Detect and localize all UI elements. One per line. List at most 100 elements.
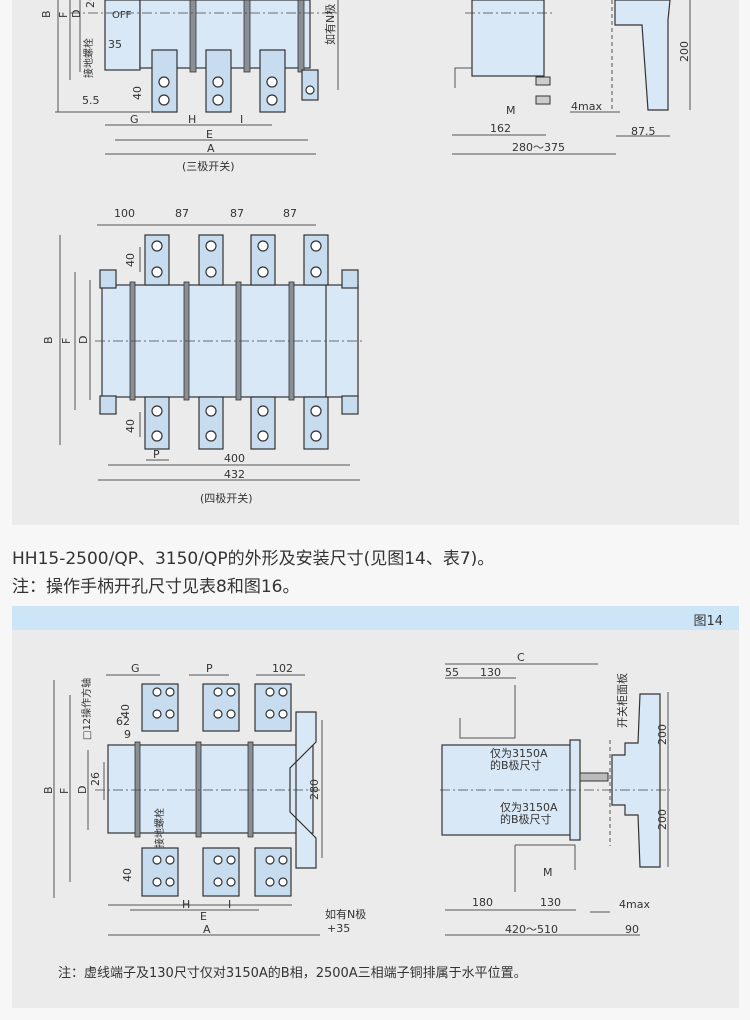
n-pole-terminal (301, 69, 319, 101)
intro-text-line-2: 注：操作手柄开孔尺寸见表8和图16。 (12, 577, 300, 597)
bolt (213, 687, 223, 697)
intro-text-line-1: HH15-2500/QP、3150/QP的外形及安装尺寸(见图14、表7)。 (12, 549, 495, 569)
bolt (265, 877, 275, 887)
dim-H: H (188, 113, 196, 126)
bolt (205, 266, 217, 278)
dim-9: 9 (124, 728, 131, 741)
bolt (165, 709, 175, 719)
dim-40: 40 (124, 419, 137, 433)
ground-bolt-label: 接地螺栓 (82, 38, 95, 78)
bolt (213, 877, 223, 887)
dim-P: P (153, 448, 160, 461)
bolt (257, 266, 269, 278)
off-label: OFF (112, 10, 132, 21)
dim-G: G (130, 113, 139, 126)
n-pole-bracket (289, 711, 317, 869)
dim-130: 130 (540, 896, 561, 909)
cabinet-panel-label: 开关柜面板 (615, 673, 629, 728)
insulation-rib (243, 0, 251, 73)
terminal-nuts (535, 76, 551, 105)
dim-B: B (42, 336, 55, 344)
b-pole-note: 仅为3150A (500, 801, 558, 814)
dim-87: 87 (230, 207, 244, 220)
b-pole-note: 的B极尺寸 (490, 758, 542, 772)
dim-H: H (182, 898, 190, 911)
dim-100: 100 (114, 207, 135, 220)
terminal-bar-bottom (141, 847, 179, 897)
dim-P: P (206, 662, 213, 675)
dim-D: D (76, 786, 89, 794)
bolt (152, 709, 162, 719)
dim-40: 40 (131, 86, 144, 100)
four-pole-caption: (四极开关) (200, 491, 253, 505)
dim-F: F (57, 12, 70, 18)
shaft (579, 772, 609, 782)
insulation-rib (195, 741, 202, 838)
insulation-rib (189, 0, 197, 73)
insulation-rib (134, 741, 141, 838)
bolt (226, 855, 236, 865)
n-pole-note: 如有N极 (323, 4, 337, 45)
dim-A: A (207, 142, 215, 155)
bolt (151, 266, 163, 278)
ground-bolt-label: 接地螺栓 (153, 808, 166, 848)
dim-87: 87 (283, 207, 297, 220)
dim-40: 40 (121, 868, 134, 882)
bolt (310, 240, 322, 252)
dim-5-5: 5.5 (82, 94, 100, 107)
bolt (257, 405, 269, 417)
three-pole-caption: (三极开关) (182, 159, 235, 173)
dim-200: 200 (656, 724, 669, 745)
dim-40: 40 (119, 704, 132, 718)
dim-B: B (42, 786, 55, 794)
operating-handle (614, 0, 671, 111)
bolt (151, 430, 163, 442)
mount-foot (341, 269, 359, 289)
bolt (165, 855, 175, 865)
bolt (226, 877, 236, 887)
b-pole-note: 的B极尺寸 (500, 812, 552, 826)
bolt (226, 687, 236, 697)
terminal-bar-bottom (254, 847, 292, 897)
dim-D: D (70, 10, 83, 18)
bolt (205, 430, 217, 442)
bolt (152, 877, 162, 887)
bolt (165, 877, 175, 887)
dim-200: 200 (678, 41, 691, 62)
bolt (165, 687, 175, 697)
bolt (226, 709, 236, 719)
dim-I: I (228, 898, 231, 911)
dim-35: 35 (108, 38, 122, 51)
dim-D: D (77, 336, 90, 344)
bolt (278, 709, 288, 719)
bolt (265, 687, 275, 697)
bolt (151, 405, 163, 417)
mount-foot (341, 395, 359, 415)
mount-foot (99, 395, 117, 415)
bolt (205, 240, 217, 252)
terminal-bolts (158, 76, 315, 106)
handle-shaft-label: □12操作方轴 (80, 678, 93, 740)
insulation-rib (247, 741, 254, 838)
dim-62: 62 (116, 715, 130, 728)
dim-B: B (40, 10, 53, 18)
dim-162: 162 (490, 122, 511, 135)
b-pole-note: 仅为3150A (490, 747, 548, 760)
insulation-rib (297, 0, 305, 73)
fig14-terminal-bars (134, 683, 292, 897)
dim-4max: 4max (619, 898, 650, 911)
top-drawing-panel (12, 0, 739, 525)
switch-body-side (471, 0, 545, 77)
bolt (265, 855, 275, 865)
dim-87: 87 (175, 207, 189, 220)
dim-432: 432 (224, 468, 245, 481)
switch-body (137, 744, 314, 834)
dim-420-510: 420～510 (505, 923, 558, 936)
bolt (213, 709, 223, 719)
bolt (152, 855, 162, 865)
dim-26: 26 (89, 772, 102, 786)
dim-F: F (58, 788, 71, 794)
mount-foot (99, 269, 117, 289)
dim-400: 400 (224, 452, 245, 465)
